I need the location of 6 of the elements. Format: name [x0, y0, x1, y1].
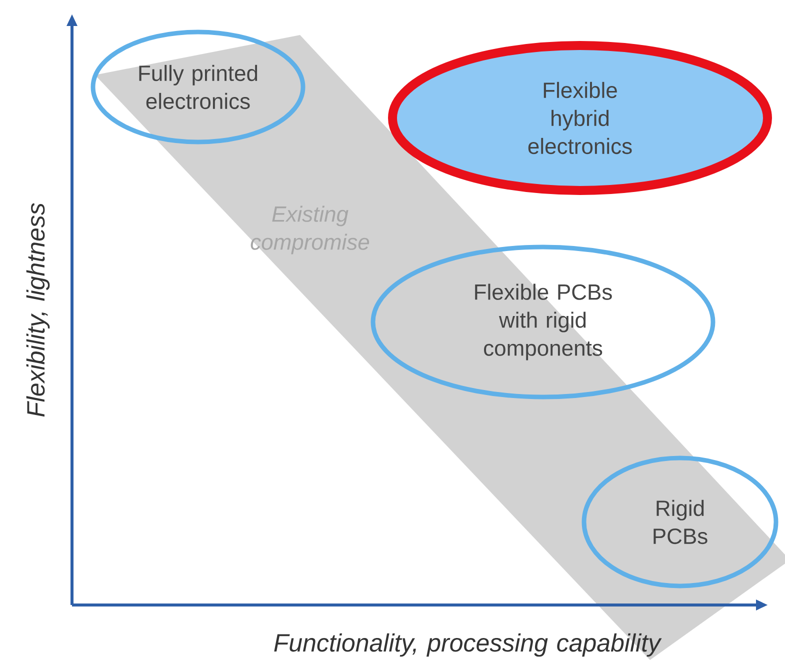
axis-label: Flexibility, lightness	[26, 203, 50, 417]
ellipse-node: Flexible PCBs with rigid components	[370, 244, 716, 400]
ellipse-node: Rigid PCBs	[582, 456, 778, 588]
ellipse-node: Flexible hybrid electronics	[388, 41, 772, 195]
axis-label: Functionality, processing capability	[274, 633, 662, 657]
ellipse-node: Fully printed electronics	[90, 30, 306, 144]
